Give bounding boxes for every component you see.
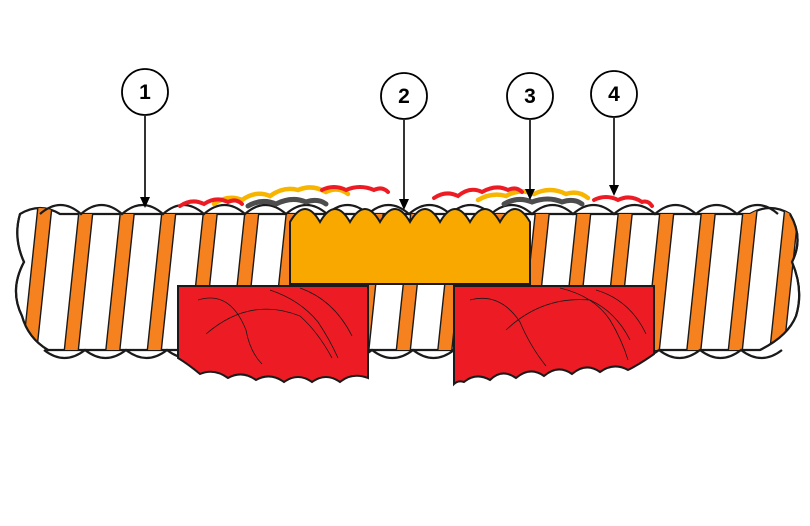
red-layer-left-a [178, 197, 244, 208]
callout-number: 2 [398, 85, 410, 108]
red-layer-right-b [592, 195, 654, 208]
callout-arrowhead [399, 199, 409, 210]
hose-left-end [14, 213, 49, 351]
callout-3: 3 [506, 72, 554, 200]
callout-number: 1 [139, 81, 151, 104]
callout-arrowhead [609, 185, 619, 196]
hose-bottom-corrugation [43, 348, 783, 360]
callout-number: 4 [608, 83, 620, 106]
dark-layer-right [501, 196, 585, 207]
gold-layer-left [211, 185, 351, 207]
clamp-left [177, 285, 369, 384]
red-layer-right-a [432, 185, 524, 200]
dark-layer-left [245, 196, 329, 209]
crimp-sleeve [289, 208, 531, 285]
hose-stripe [62, 208, 95, 350]
hose-stripe [104, 208, 136, 350]
callout-4: 4 [590, 70, 638, 196]
hose-stripe [685, 208, 717, 350]
callout-circle [506, 72, 554, 120]
layer-right-group [432, 185, 654, 208]
hose-stripe [768, 208, 800, 350]
gold-layer-right [475, 187, 591, 203]
hose-stripe [726, 208, 759, 350]
callout-number: 3 [524, 85, 536, 108]
callout-circle [590, 70, 638, 118]
callout-circle [121, 68, 169, 116]
layer-left-group [178, 185, 390, 209]
callout-2: 2 [380, 72, 428, 210]
hose-right-end [759, 213, 801, 351]
callout-arrowhead [140, 197, 150, 208]
clamp-right [453, 285, 655, 387]
hose-top-corrugation [39, 203, 779, 216]
hose-stripe [21, 208, 53, 350]
callout-arrowhead [525, 189, 535, 200]
callout-1: 1 [121, 68, 169, 208]
callouts: 1 2 3 4 [121, 68, 638, 210]
hose-stripe [145, 208, 178, 350]
callout-circle [380, 72, 428, 120]
red-layer-left-b [320, 185, 390, 194]
